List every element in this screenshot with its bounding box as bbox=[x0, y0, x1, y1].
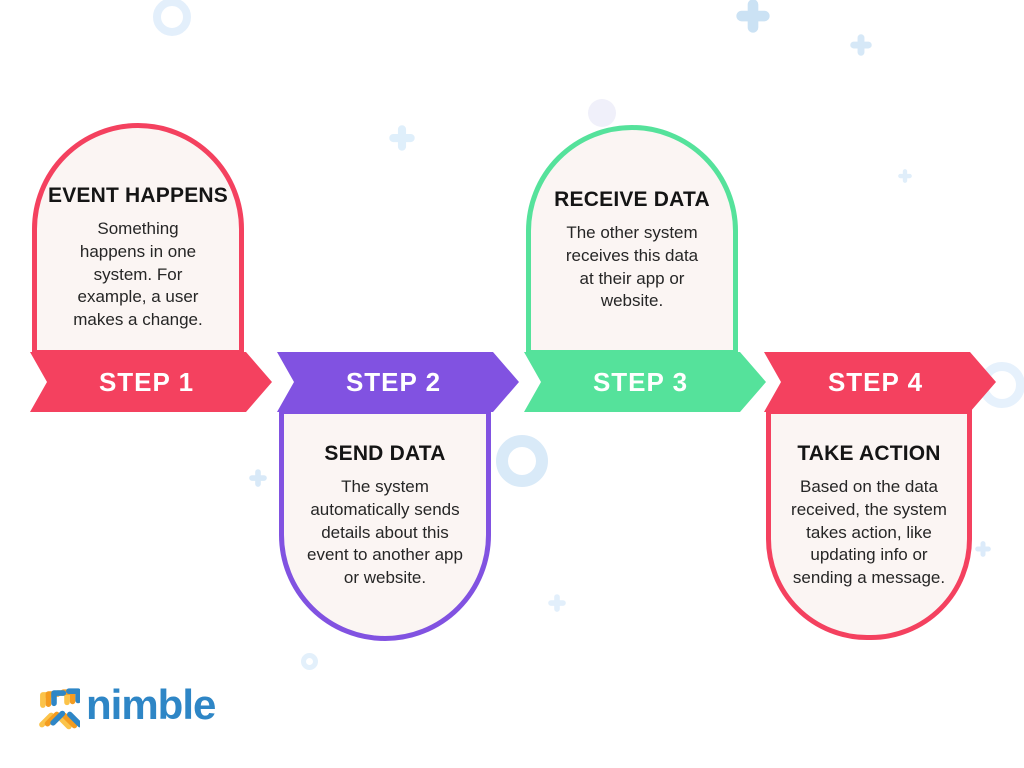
step3-title: RECEIVE DATA bbox=[554, 188, 710, 211]
step4-label: STEP 4 bbox=[827, 366, 924, 397]
step3-label: STEP 3 bbox=[592, 366, 689, 397]
plus-icon bbox=[389, 125, 415, 151]
plus-icon bbox=[249, 469, 267, 487]
step4-card: TAKE ACTION Based on the data received, … bbox=[766, 409, 972, 640]
circle-icon bbox=[588, 99, 616, 127]
nimble-logo: nimble bbox=[28, 681, 216, 732]
step1-label: STEP 1 bbox=[98, 366, 195, 397]
ring-icon bbox=[301, 653, 318, 670]
step1-title: EVENT HAPPENS bbox=[48, 184, 228, 207]
step2-label: STEP 2 bbox=[345, 366, 442, 397]
step1-card: EVENT HAPPENS Something happens in one s… bbox=[32, 123, 244, 355]
step4-description: Based on the data received, the system t… bbox=[791, 477, 947, 588]
nimble-star-icon bbox=[39, 688, 80, 730]
step1-banner: STEP 1 bbox=[30, 352, 272, 412]
step2-card: SEND DATA The system automatically sends… bbox=[279, 409, 491, 641]
step2-title: SEND DATA bbox=[324, 442, 446, 465]
logo-wordmark: nimble bbox=[86, 681, 216, 728]
plus-icon bbox=[850, 34, 872, 56]
plus-icon bbox=[975, 541, 991, 557]
step3-banner: STEP 3 bbox=[524, 352, 766, 412]
step1-description: Something happens in one system. For exa… bbox=[73, 219, 203, 330]
plus-icon bbox=[548, 594, 566, 612]
step3-description: The other system receives this data at t… bbox=[565, 223, 699, 311]
step4-banner: STEP 4 bbox=[764, 352, 996, 412]
plus-icon bbox=[898, 169, 912, 183]
step2-description: The system automatically sends details a… bbox=[307, 477, 463, 588]
ring-icon bbox=[153, 0, 191, 36]
step2-banner: STEP 2 bbox=[277, 352, 519, 412]
step3-card: RECEIVE DATA The other system receives t… bbox=[526, 125, 738, 355]
ring-icon bbox=[496, 435, 548, 487]
step4-title: TAKE ACTION bbox=[797, 442, 941, 465]
plus-icon bbox=[736, 0, 770, 33]
